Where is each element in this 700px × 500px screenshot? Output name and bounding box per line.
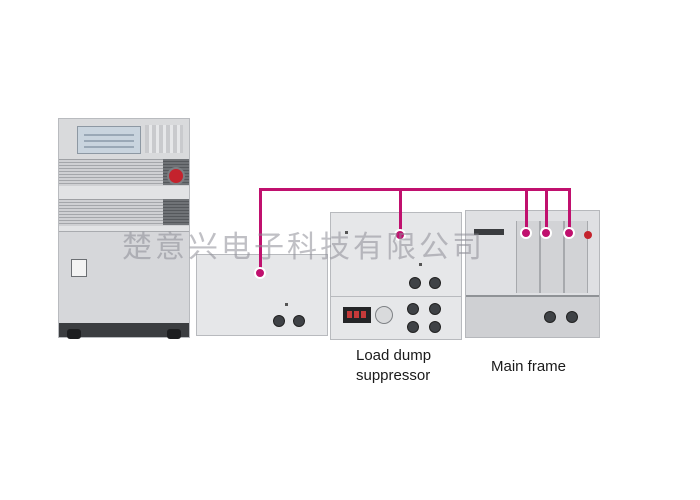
terminal-knob-icon [293, 315, 305, 327]
terminal-knob-icon [429, 321, 441, 333]
power-socket-icon [71, 259, 87, 277]
emergency-stop-button [167, 167, 185, 185]
load-dump-suppressor-upper [330, 212, 462, 298]
connection-line [259, 188, 262, 273]
main-frame-indicator-strip [474, 229, 504, 235]
main-frame-power-section [466, 297, 599, 337]
connection-point-dot [540, 227, 552, 239]
load-dump-suppressor-lower [330, 296, 462, 340]
cabinet-base [59, 323, 189, 337]
terminal-knob-icon [544, 311, 556, 323]
tall-equipment-cabinet [58, 118, 190, 339]
cabinet-lower-panel [59, 231, 189, 324]
indicator-mark [345, 231, 348, 234]
terminal-knob-icon [429, 303, 441, 315]
connection-point-dot [254, 267, 266, 279]
plug-in-module [540, 221, 564, 293]
terminal-knob-icon [566, 311, 578, 323]
connection-line [525, 188, 528, 234]
terminal-knob-icon [409, 277, 421, 289]
company-watermark: 楚意兴电子科技有限公司 [122, 230, 485, 265]
wheel-icon [167, 329, 181, 339]
connection-line [399, 188, 402, 236]
main-frame-label: Main frame [491, 358, 567, 375]
wheel-icon [67, 329, 81, 339]
cabinet-keypad [145, 125, 183, 153]
digital-display [343, 307, 371, 323]
connection-point-dot [520, 227, 532, 239]
dial-knob-icon [375, 306, 393, 324]
cabinet-control-panel [59, 119, 189, 160]
connection-line [568, 188, 571, 234]
load-dump-suppressor-label: Load dump suppressor [356, 347, 432, 384]
connection-line-horizontal [260, 188, 571, 191]
test-unit [196, 254, 328, 336]
terminal-knob-icon [407, 303, 419, 315]
connection-point-dot [563, 227, 575, 239]
indicator-mark [419, 263, 422, 266]
main-frame-red-button [584, 231, 592, 239]
cabinet-display-screen [77, 126, 141, 154]
connection-line [545, 188, 548, 234]
indicator-mark [285, 303, 288, 306]
cabinet-vent-dark-lower [163, 199, 189, 225]
terminal-knob-icon [429, 277, 441, 289]
terminal-knob-icon [273, 315, 285, 327]
connection-point-dot [394, 229, 406, 241]
terminal-knob-icon [407, 321, 419, 333]
